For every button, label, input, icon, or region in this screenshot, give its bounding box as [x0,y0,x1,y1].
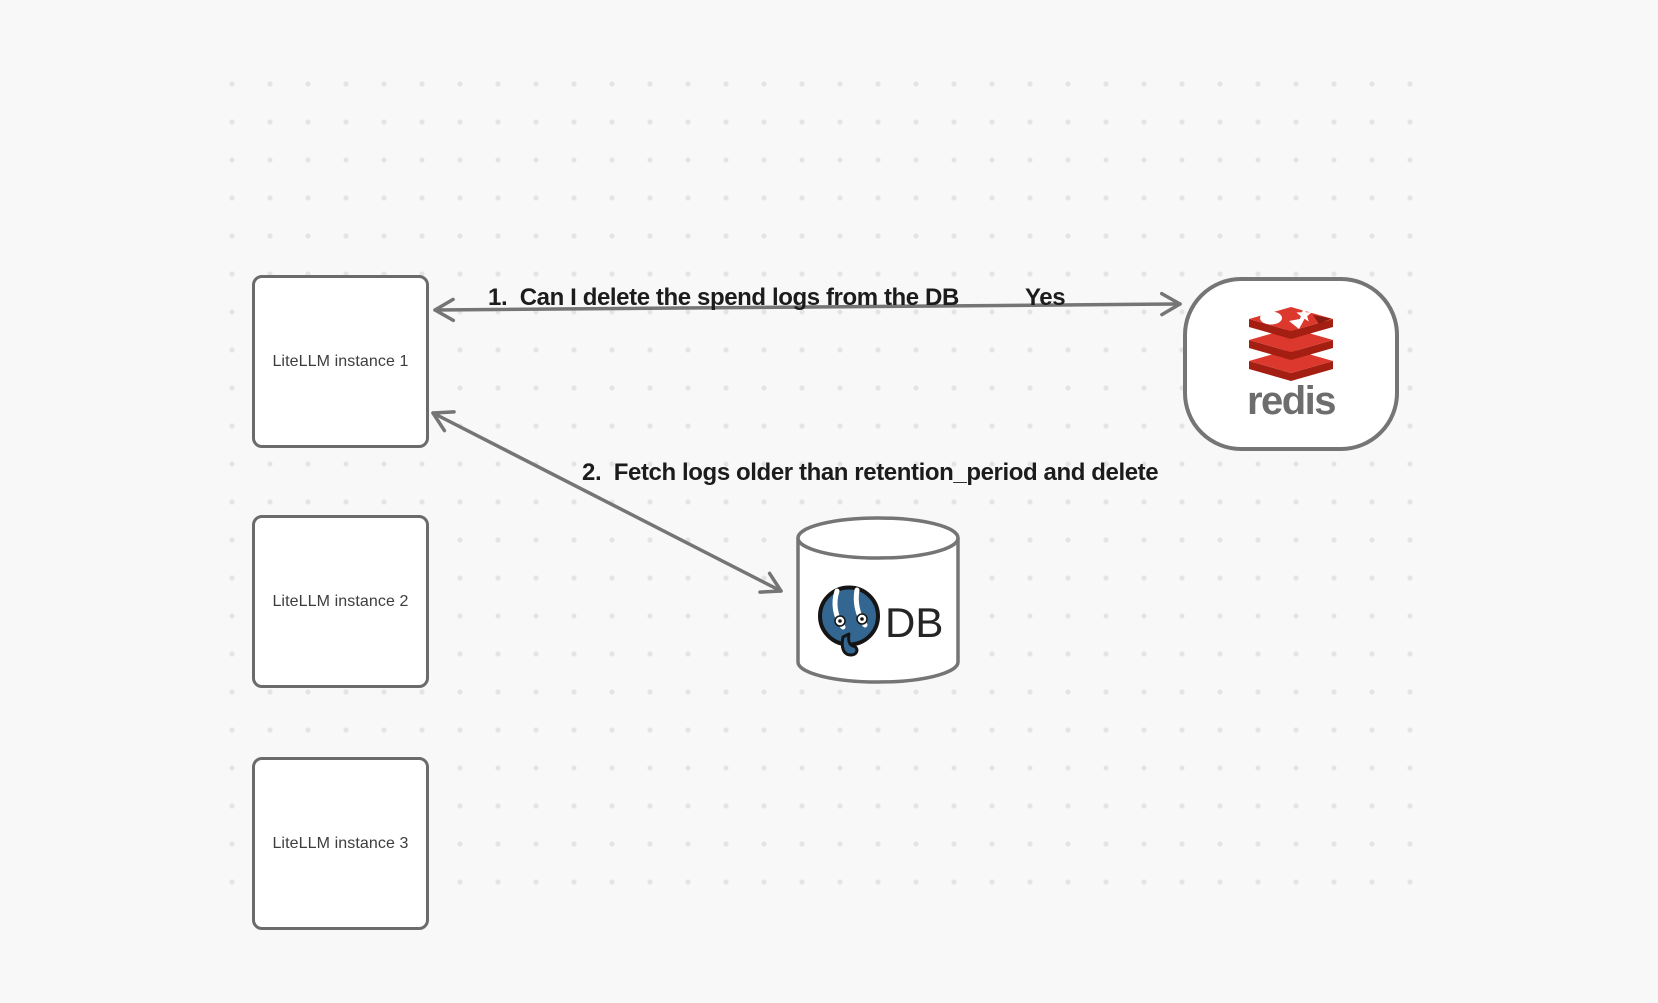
arrow-2-label[interactable]: 2. Fetch logs older than retention_perio… [582,459,1159,486]
arrow-1-answer-label[interactable]: Yes [1025,284,1066,311]
cylinder-top-icon [796,516,960,560]
node-redis[interactable]: redis [1183,277,1399,451]
db-label: DB [885,599,943,646]
arrow-1-label[interactable]: 1. Can I delete the spend logs from the … [488,284,959,311]
node-litellm-instance-1-label: LiteLLM instance 1 [272,352,409,370]
node-litellm-instance-2-label: LiteLLM instance 2 [272,592,409,610]
redis-wordmark: redis [1246,379,1337,423]
node-litellm-instance-2[interactable]: LiteLLM instance 2 [252,515,429,688]
node-litellm-instance-3-label: LiteLLM instance 3 [272,834,409,852]
node-postgres-db[interactable]: DB [795,516,961,688]
redis-logo-icon [1249,307,1333,381]
postgresql-elephant-icon [818,585,880,657]
node-litellm-instance-1[interactable]: LiteLLM instance 1 [252,275,429,448]
node-litellm-instance-3[interactable]: LiteLLM instance 3 [252,757,429,930]
